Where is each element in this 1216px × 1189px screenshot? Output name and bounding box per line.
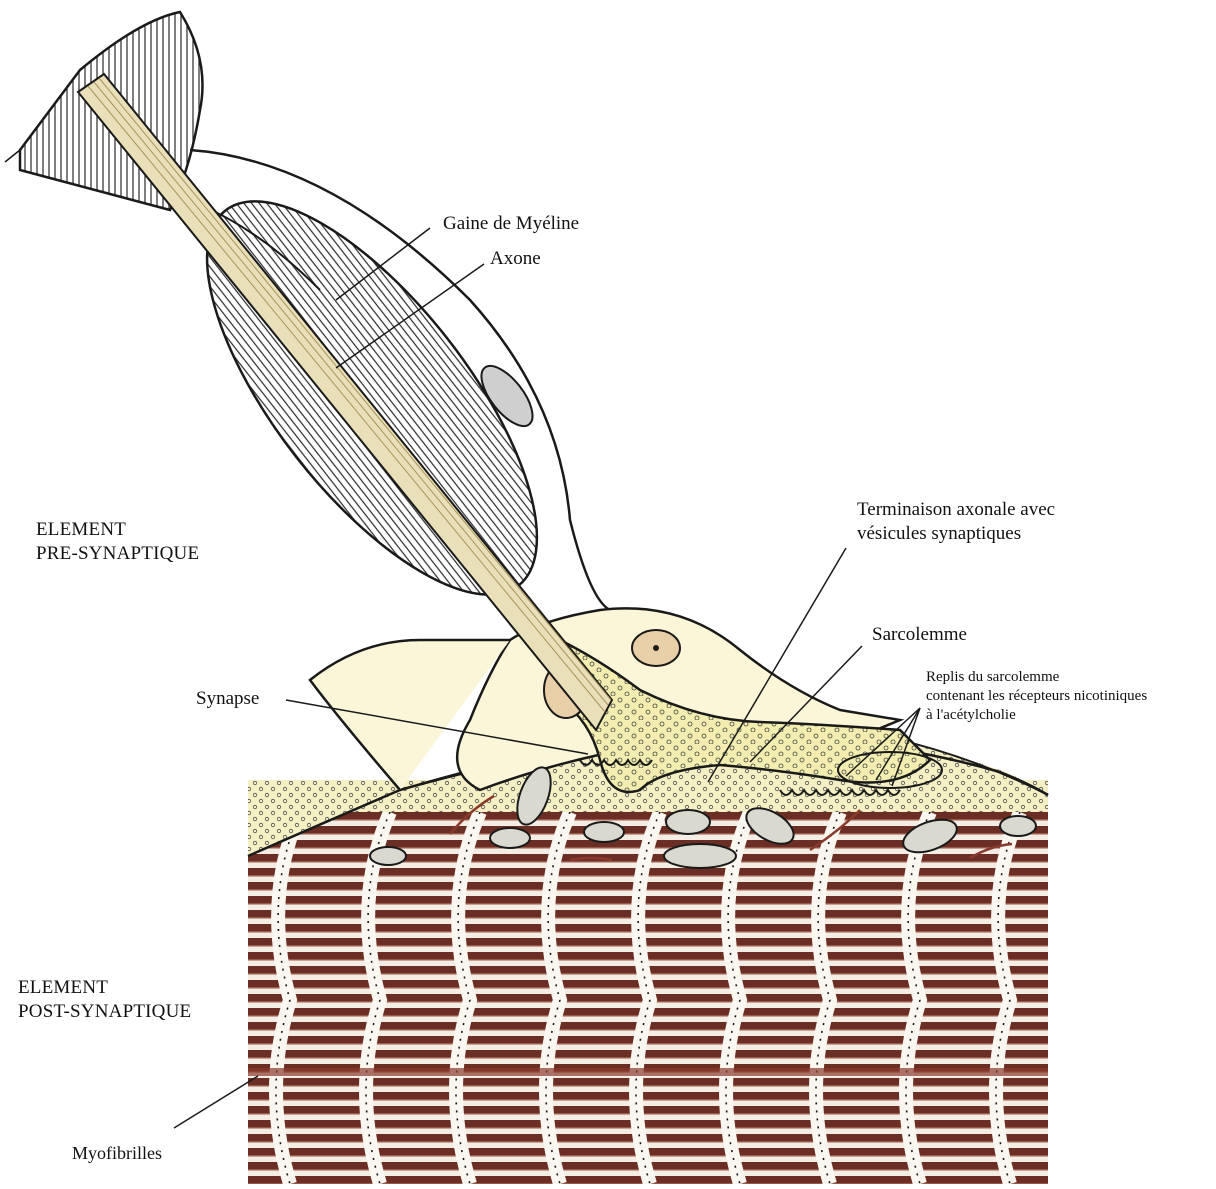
label-element-pre-synaptique: ELEMENT PRE-SYNAPTIQUE (36, 518, 199, 566)
label-element-post-synaptique: ELEMENT POST-SYNAPTIQUE (18, 976, 191, 1024)
myofibril-block (248, 812, 1048, 1184)
label-post-line1: ELEMENT (18, 976, 191, 1000)
label-terminaison-axonale: Terminaison axonale avec vésicules synap… (857, 498, 1055, 546)
label-pre-line2: PRE-SYNAPTIQUE (36, 542, 199, 566)
label-gaine-de-myeline: Gaine de Myéline (443, 212, 579, 236)
label-sarcolemme: Sarcolemme (872, 623, 967, 647)
label-terminaison-line2: vésicules synaptiques (857, 522, 1055, 546)
label-terminaison-line1: Terminaison axonale avec (857, 498, 1055, 522)
label-replis-line2: contenant les récepteurs nicotiniques (926, 687, 1147, 706)
label-pre-line1: ELEMENT (36, 518, 199, 542)
label-axone: Axone (490, 247, 541, 271)
label-replis-du-sarcolemme: Replis du sarcolemme contenant les récep… (926, 668, 1147, 724)
axon (78, 74, 612, 730)
label-post-line2: POST-SYNAPTIQUE (18, 1000, 191, 1024)
label-replis-line1: Replis du sarcolemme (926, 668, 1147, 687)
label-myofibrilles: Myofibrilles (72, 1142, 162, 1165)
label-replis-line3: à l'acétylcholie (926, 706, 1147, 725)
label-synapse: Synapse (196, 687, 259, 711)
